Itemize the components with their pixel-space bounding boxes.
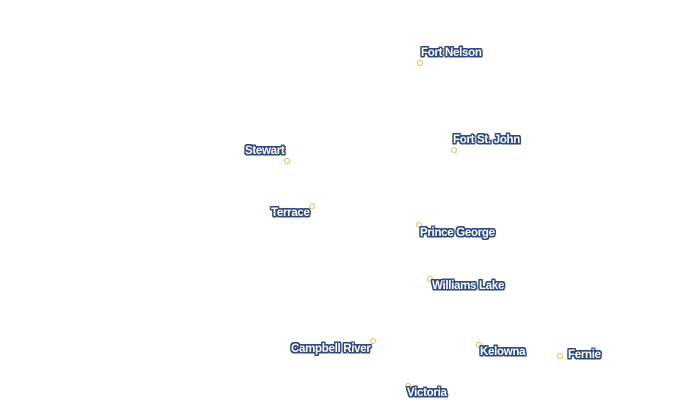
place-marker-icon[interactable] — [309, 203, 315, 209]
place-label: Fort St. John — [453, 134, 521, 146]
place-marker-icon[interactable] — [417, 60, 423, 66]
place-marker-icon[interactable] — [370, 338, 376, 344]
place-label: Fernie — [568, 349, 601, 361]
place-marker-icon[interactable] — [557, 353, 563, 359]
place-label: Campbell River — [291, 343, 371, 355]
place-marker-icon[interactable] — [427, 276, 433, 282]
place-label: Williams Lake — [432, 280, 505, 292]
place-label: Victoria — [407, 387, 447, 399]
place-marker-icon[interactable] — [416, 222, 422, 228]
place-label: Terrace — [271, 207, 310, 219]
place-marker-icon[interactable] — [405, 383, 411, 389]
place-label: Kelowna — [480, 346, 526, 358]
place-label: Fort Nelson — [421, 47, 482, 59]
place-label: Stewart — [245, 145, 285, 157]
place-marker-icon[interactable] — [476, 342, 482, 348]
place-marker-icon[interactable] — [284, 158, 290, 164]
place-marker-icon[interactable] — [451, 147, 457, 153]
place-label: Prince George — [420, 227, 495, 239]
